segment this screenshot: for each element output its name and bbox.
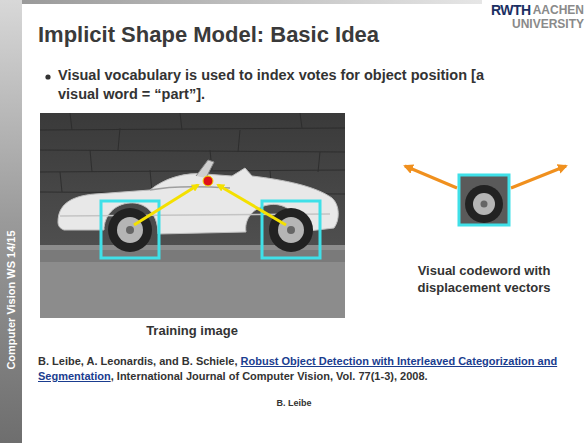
image-caption: Training image xyxy=(146,323,238,338)
side-band xyxy=(0,0,22,443)
codeword-caption: Visual codeword with displacement vector… xyxy=(409,262,559,296)
bullet-text: Visual vocabulary is used to index votes… xyxy=(58,66,528,104)
reference: B. Leibe, A. Leonardis, and B. Schiele,R… xyxy=(38,354,578,384)
reference-authors: B. Leibe, A. Leonardis, and B. Schiele, xyxy=(38,355,237,367)
logo-rwth: RWTH xyxy=(491,2,531,18)
logo-university: UNIVERSITY xyxy=(512,17,584,31)
training-photo xyxy=(40,113,345,318)
course-name: Computer Vision WS 14/15 xyxy=(5,230,17,369)
bullet-dot xyxy=(45,74,50,79)
reference-venue: , International Journal of Computer Visi… xyxy=(111,370,428,382)
codeword-patch xyxy=(405,166,566,225)
slide-title: Implicit Shape Model: Basic Idea xyxy=(38,22,379,48)
logo-aachen: AACHEN xyxy=(533,3,584,17)
top-rule xyxy=(22,0,482,4)
footer-author: B. Leibe xyxy=(276,398,311,408)
